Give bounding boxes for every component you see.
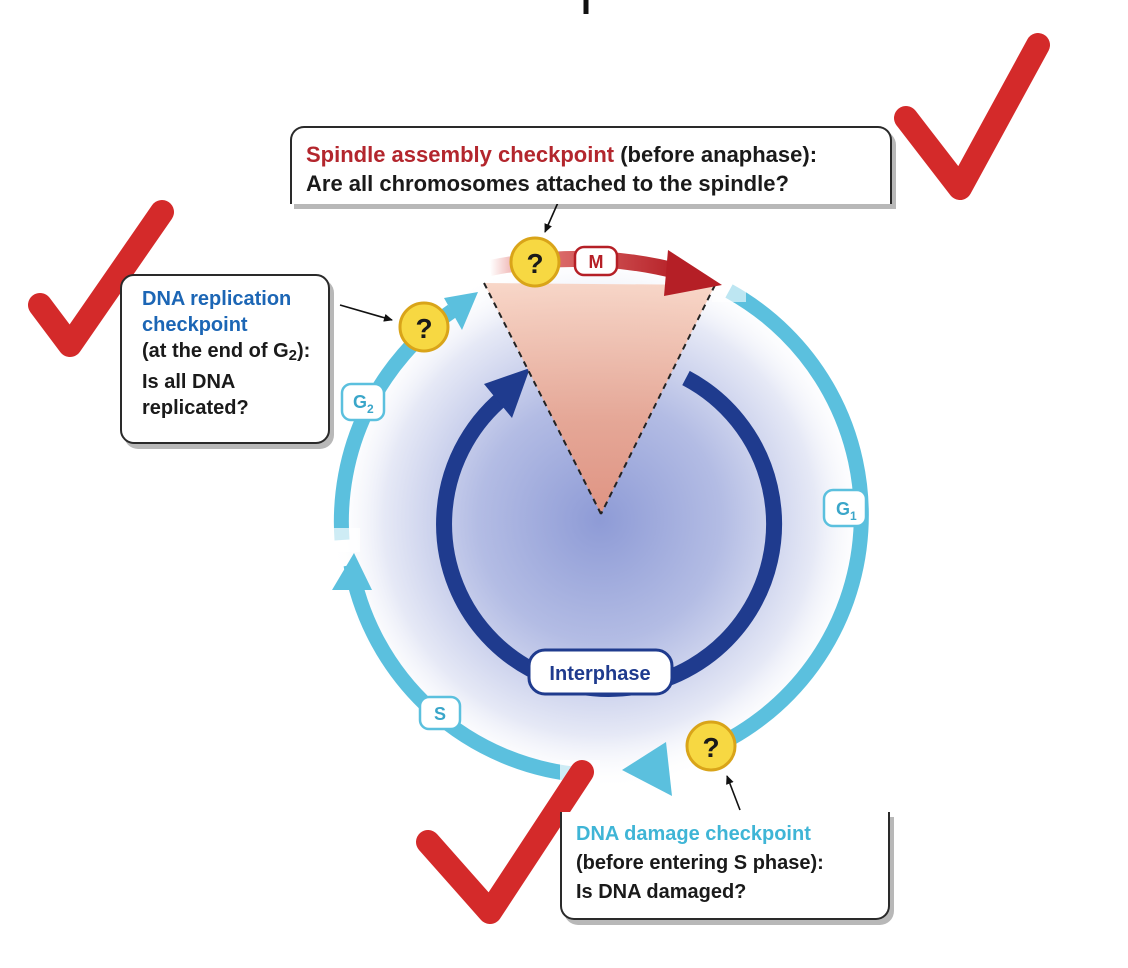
damage-pointer <box>726 775 741 811</box>
ring-arrowheads <box>332 292 672 796</box>
phase-label-m: M <box>573 245 619 277</box>
checkmark-icon <box>416 760 594 924</box>
g1-arc <box>697 284 869 760</box>
checkpoint-replication: ? <box>398 301 450 353</box>
spindle-checkpoint-callout: Spindle assembly checkpoint (before anap… <box>290 126 892 204</box>
svg-text:M: M <box>589 252 604 272</box>
svg-text:Interphase: Interphase <box>549 663 650 685</box>
replication-checkpoint-question-1: Is all DNA <box>142 371 236 393</box>
m-phase-arrowhead <box>664 250 722 296</box>
spindle-checkpoint-question: Are all chromosomes attached to the spin… <box>306 171 789 196</box>
phase-label-g1: G1 <box>822 488 868 528</box>
checkpoint-symbol: ? <box>415 313 432 344</box>
spindle-checkpoint-title: Spindle assembly checkpoint <box>306 142 615 167</box>
checkpoint-damage: ? <box>685 720 737 772</box>
replication-checkpoint-timing: (at the end of G2): <box>142 340 311 364</box>
checkpoint-spindle: ? <box>509 236 561 288</box>
s-to-g2-arrowhead <box>332 553 372 590</box>
spindle-checkpoint-timing: (before anaphase): <box>614 142 818 167</box>
svg-text:S: S <box>434 704 446 724</box>
replication-checkpoint-question-2: replicated? <box>142 397 249 419</box>
checkmark-icon <box>28 200 174 357</box>
interphase-arrowhead <box>484 368 530 418</box>
replication-checkpoint-title-2: checkpoint <box>142 314 248 336</box>
damage-checkpoint-title: DNA damage checkpoint <box>576 823 811 845</box>
g1-to-s-arrowhead <box>622 742 672 796</box>
interphase-label: Interphase <box>527 648 674 696</box>
svg-text:G1: G1 <box>836 499 857 523</box>
checkmark-icon <box>894 33 1050 200</box>
phase-label-g2: G2 <box>340 382 386 422</box>
mitosis-wedge <box>484 283 715 514</box>
damage-checkpoint-callout: DNA damage checkpoint (before entering S… <box>560 812 890 920</box>
replication-pointer <box>339 304 393 322</box>
replication-checkpoint-title-1: DNA replication <box>142 288 292 310</box>
phase-label-s: S <box>418 695 462 731</box>
checkpoint-symbol: ? <box>702 732 719 763</box>
interphase-glow <box>330 250 870 790</box>
damage-checkpoint-question: Is DNA damaged? <box>576 881 747 903</box>
g2-to-m-arrowhead <box>444 292 478 330</box>
svg-text:G2: G2 <box>353 392 374 416</box>
checkpoint-symbol: ? <box>526 248 543 279</box>
replication-checkpoint-callout: DNA replication checkpoint (at the end o… <box>120 274 330 444</box>
damage-checkpoint-timing: (before entering S phase): <box>576 852 824 874</box>
